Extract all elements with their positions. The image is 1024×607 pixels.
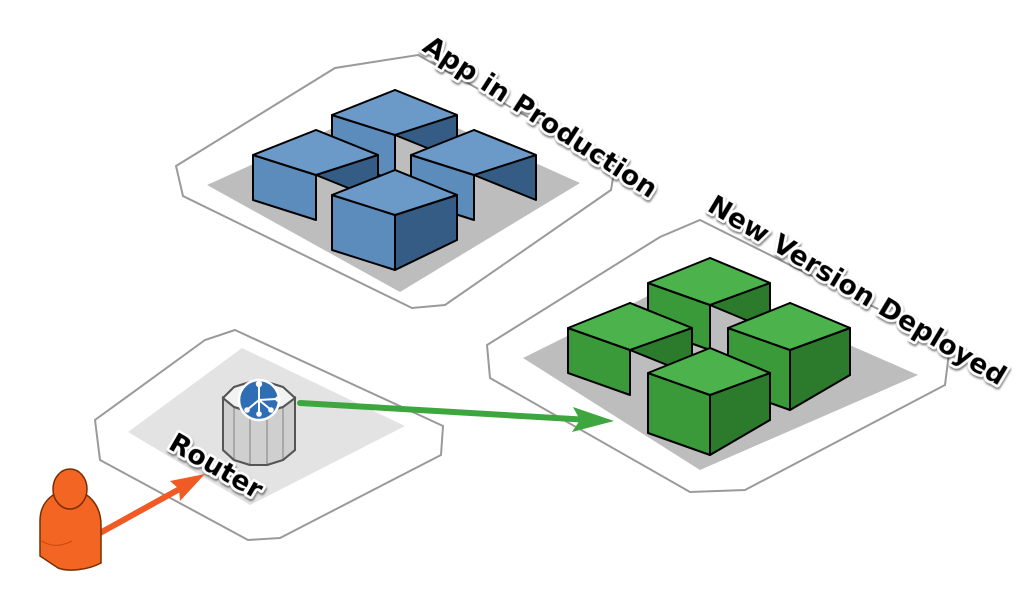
production-cluster: App in Production xyxy=(174,27,666,310)
router-node[interactable] xyxy=(221,378,297,466)
new-version-block xyxy=(647,347,771,456)
new-version-cluster: New Version Deployed xyxy=(485,187,1014,494)
new-version-block xyxy=(567,302,693,396)
router-to-new-version-arrow xyxy=(297,400,614,432)
user-icon[interactable] xyxy=(39,468,102,571)
production-block xyxy=(331,169,458,271)
branch-icon xyxy=(237,378,281,422)
user-to-router-arrow xyxy=(97,474,205,536)
